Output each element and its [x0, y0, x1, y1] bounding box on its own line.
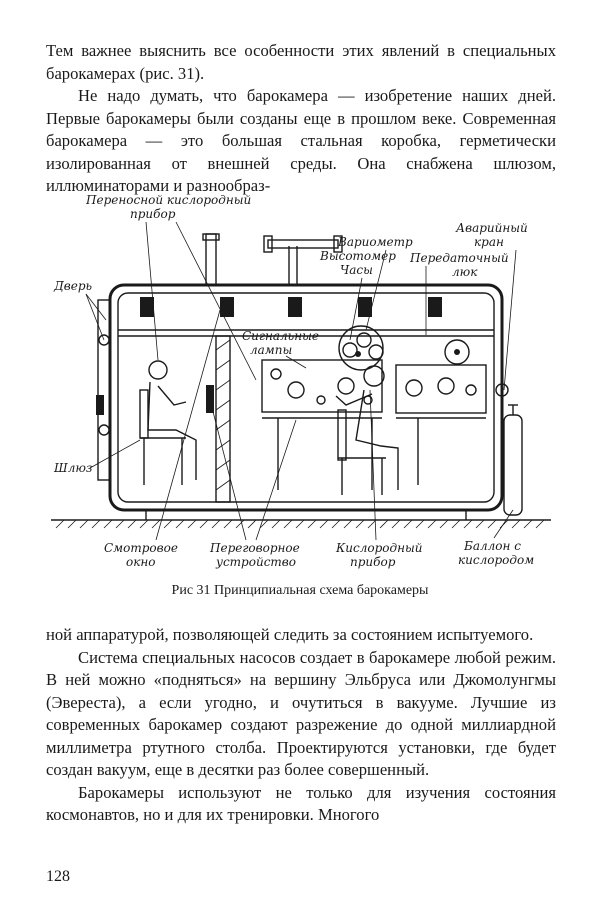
paragraph: Система специальных насосов создает в ба… [46, 647, 556, 780]
label-viewing-window: Смотровое [104, 541, 178, 555]
gauge-cluster [338, 325, 384, 371]
door [96, 299, 111, 481]
label-signal-lamps: Сигнальные [242, 329, 319, 343]
label-intercom: Переговорное [209, 541, 300, 555]
paragraph: Тем важнее выяснить все особенности этих… [46, 41, 556, 83]
barochamber-diagram: Переносной кислородный прибор Дверь Шлюз… [51, 193, 551, 569]
top-pipes [202, 233, 343, 286]
figure-labels: Переносной кислородный прибор Дверь Шлюз… [53, 193, 534, 569]
body-text-bottom: ной аппаратурой, позволяющей следить за … [46, 624, 556, 827]
label-portable-oxygen: Переносной кислородный [85, 193, 251, 207]
paragraph: ной аппаратурой, позволяющей следить за … [46, 625, 534, 644]
instrument-panel-center [261, 359, 383, 490]
page-number: 128 [46, 868, 70, 885]
label-clock: Часы [340, 263, 373, 277]
test-subject [335, 365, 399, 495]
label-altimeter: Высотомер [319, 249, 396, 263]
label-transfer-hatch: Передаточный [409, 251, 509, 265]
label-oxygen-cylinder-2: кислородом [458, 553, 534, 567]
label-viewing-window-2: окно [126, 555, 156, 569]
airlock-partition [206, 335, 231, 503]
instrument-panel-right [395, 339, 487, 485]
paragraph: Не надо думать, что барокамера — изобрет… [46, 86, 556, 195]
label-emergency-valve: Аварийный [455, 221, 528, 235]
label-emergency-valve-2: кран [474, 235, 504, 249]
label-portable-oxygen-2: прибор [130, 207, 176, 221]
label-signal-lamps-2: лампы [250, 343, 292, 357]
label-door: Дверь [53, 279, 92, 293]
chamber-body [108, 283, 504, 520]
label-oxygen-device-2: прибор [350, 555, 396, 569]
label-intercom-2: устройство [215, 555, 296, 569]
paragraph: Барокамеры используют не только для изуч… [46, 782, 556, 825]
airlock-occupant [139, 360, 197, 485]
label-oxygen-device: Кислородный [335, 541, 423, 555]
oxygen-cylinder [495, 383, 523, 516]
label-oxygen-cylinder: Баллон с [463, 539, 521, 553]
label-transfer-hatch-2: люк [452, 265, 478, 279]
top-windows [140, 297, 442, 317]
body-text-top: Тем важнее выяснить все особенности этих… [46, 40, 556, 198]
ground-hatching [51, 519, 551, 529]
label-variometer: Вариометр [337, 235, 413, 249]
figure-caption: Рис 31 Принципиальная схема барокамеры [171, 583, 429, 598]
label-airlock: Шлюз [53, 461, 92, 475]
